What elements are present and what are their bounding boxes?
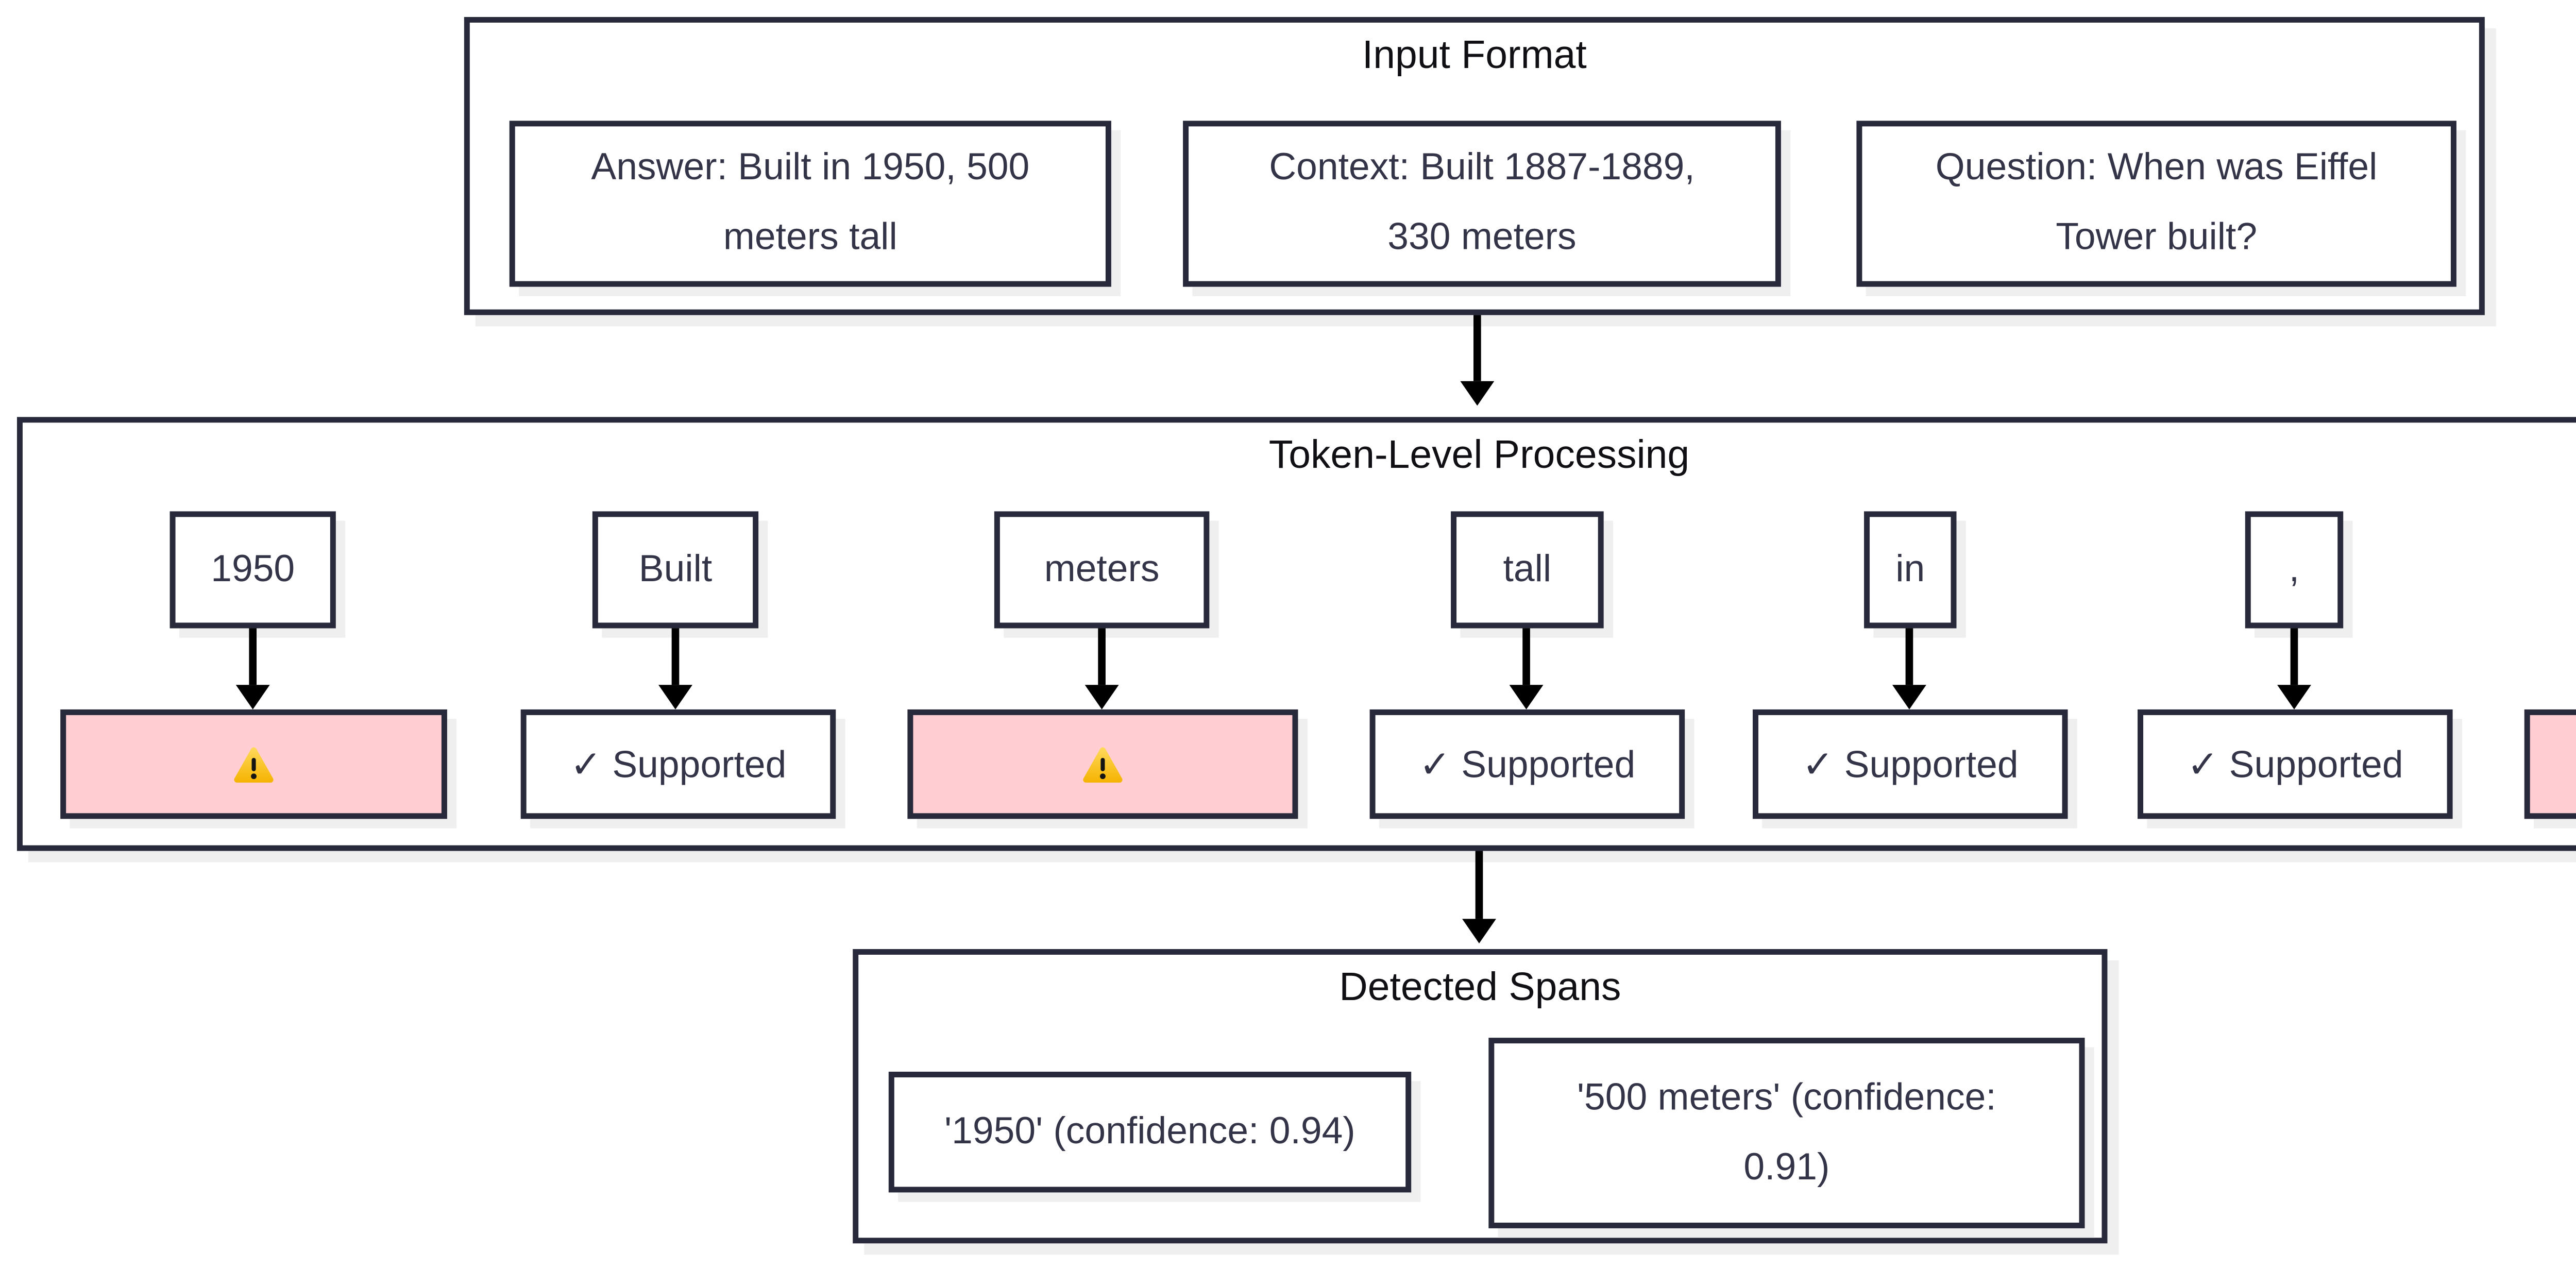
- question-card: Question: When was Eiffel Tower built?: [1856, 121, 2456, 287]
- token-box-meters: meters: [994, 511, 1210, 629]
- token-box-comma: ,: [2245, 511, 2344, 629]
- status-box-unsupported-1950: [60, 709, 447, 819]
- answer-card-line-1: Answer: Built in 1950, 500: [591, 147, 1030, 189]
- question-card-line-1: Question: When was Eiffel: [1935, 147, 2378, 189]
- supported-label: ✓ Supported: [1802, 744, 2019, 786]
- warning-icon: [1083, 746, 1123, 782]
- token-label: Built: [638, 548, 713, 590]
- arrow-head: [1084, 685, 1119, 709]
- input-format-section: Input Format Answer: Built in 1950, 500 …: [464, 16, 2485, 315]
- token-box-tall: tall: [1451, 511, 1604, 629]
- flow-arrow-token-4: [1509, 628, 1544, 709]
- flow-arrow-tokens-to-spans: [1462, 851, 1496, 943]
- status-box-supported-built: ✓ Supported: [520, 709, 836, 819]
- arrow-shaft: [1098, 628, 1105, 685]
- span-card-line-1: '500 meters' (confidence:: [1577, 1076, 1996, 1118]
- span-card-1950: '1950' (confidence: 0.94): [888, 1072, 1412, 1193]
- answer-card-line-2: meters tall: [723, 217, 897, 259]
- arrow-shaft: [1523, 628, 1530, 685]
- flow-arrow-token-6: [2277, 628, 2311, 709]
- status-box-unsupported-500: [2524, 709, 2576, 819]
- span-card-500-meters: '500 meters' (confidence: 0.91): [1488, 1038, 2085, 1228]
- status-box-supported-tall: ✓ Supported: [1369, 709, 1685, 819]
- token-label: 1950: [211, 548, 295, 590]
- status-box-supported-comma: ✓ Supported: [2138, 709, 2453, 819]
- token-label: ,: [2289, 548, 2300, 590]
- warning-icon: [234, 746, 274, 782]
- flow-arrow-input-to-tokens: [1460, 315, 1495, 406]
- token-processing-section: Token-Level Processing 1950 Built meters…: [16, 417, 2576, 851]
- arrow-head: [1462, 919, 1496, 943]
- flow-arrow-token-3: [1084, 628, 1119, 709]
- arrow-head: [1892, 685, 1926, 709]
- token-box-in: in: [1864, 511, 1957, 629]
- span-card-line-2: 0.91): [1743, 1146, 1830, 1188]
- arrow-head: [1509, 685, 1544, 709]
- arrow-shaft: [1474, 315, 1481, 381]
- arrow-shaft: [1906, 628, 1912, 685]
- status-box-unsupported-meters: [907, 709, 1298, 819]
- token-processing-title: Token-Level Processing: [1268, 434, 1690, 478]
- token-label: tall: [1503, 548, 1552, 590]
- arrow-shaft: [2291, 628, 2297, 685]
- context-card-line-1: Context: Built 1887-1889,: [1269, 147, 1695, 189]
- arrow-shaft: [1476, 851, 1482, 919]
- arrow-head: [658, 685, 692, 709]
- arrow-head: [235, 685, 270, 709]
- token-box-1950: 1950: [170, 511, 336, 629]
- supported-label: ✓ Supported: [2187, 744, 2403, 786]
- arrow-shaft: [672, 628, 679, 685]
- arrow-shaft: [249, 628, 256, 685]
- token-label: meters: [1044, 548, 1160, 590]
- answer-card: Answer: Built in 1950, 500 meters tall: [509, 121, 1111, 287]
- supported-label: ✓ Supported: [1419, 744, 1636, 786]
- context-card-line-2: 330 meters: [1387, 217, 1577, 259]
- arrow-head: [1460, 381, 1495, 406]
- context-card: Context: Built 1887-1889, 330 meters: [1183, 121, 1781, 287]
- detected-spans-section: Detected Spans '1950' (confidence: 0.94)…: [853, 949, 2108, 1244]
- flow-arrow-token-5: [1892, 628, 1926, 709]
- question-card-line-2: Tower built?: [2056, 217, 2258, 259]
- span-card-line-1: '1950' (confidence: 0.94): [944, 1110, 1355, 1152]
- token-box-built: Built: [592, 511, 759, 629]
- supported-label: ✓ Supported: [570, 744, 787, 786]
- input-format-title: Input Format: [1362, 33, 1587, 78]
- detected-spans-title: Detected Spans: [1339, 966, 1621, 1010]
- token-label: in: [1895, 548, 1925, 590]
- flow-arrow-token-1: [235, 628, 270, 709]
- status-box-supported-in: ✓ Supported: [1752, 709, 2068, 819]
- flow-arrow-token-2: [658, 628, 692, 709]
- arrow-head: [2277, 685, 2311, 709]
